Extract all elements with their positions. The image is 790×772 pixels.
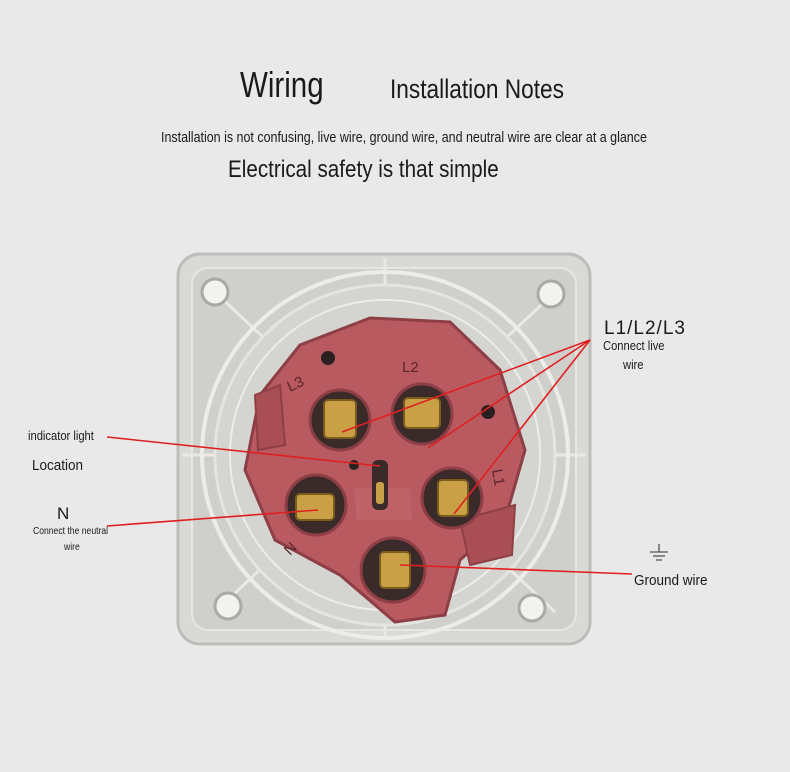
mounting-holes <box>200 277 566 623</box>
mark-l1: L1 <box>488 468 508 487</box>
callout-lines <box>106 339 633 575</box>
callout-live-l1 <box>453 339 591 515</box>
callout-indicator <box>106 436 381 467</box>
label-neutral-code: N <box>57 504 70 523</box>
terminal-n <box>284 473 348 537</box>
mark-l2: L2 <box>402 359 419 376</box>
title-installation-notes: Installation Notes <box>390 74 564 104</box>
label-neutral-line2: wire <box>64 542 80 553</box>
mark-l3: L3 <box>285 373 307 395</box>
indicator-light-slot <box>372 460 388 510</box>
terminal-ground <box>359 536 427 604</box>
ground-symbol-icon <box>650 544 668 561</box>
terminal-l1 <box>420 466 484 530</box>
label-live-line2: wire <box>623 357 644 372</box>
tagline: Electrical safety is that simple <box>228 156 499 183</box>
title-wiring: Wiring <box>240 64 324 105</box>
terminal-l3 <box>308 388 372 452</box>
label-location: Location <box>32 457 84 474</box>
terminal-l2 <box>390 382 454 446</box>
callout-live-l3 <box>341 339 591 433</box>
label-indicator-light: indicator light <box>28 428 94 443</box>
label-neutral-line1: Connect the neutral <box>33 526 109 537</box>
label-ground-wire: Ground wire <box>634 572 708 589</box>
callout-live-l2 <box>427 339 591 449</box>
label-live-line1: Connect live <box>603 338 665 353</box>
label-live-code: L1/L2/L3 <box>604 318 686 339</box>
subtitle: Installation is not confusing, live wire… <box>161 130 647 146</box>
callout-neutral <box>106 509 319 527</box>
callout-ground <box>399 564 633 575</box>
